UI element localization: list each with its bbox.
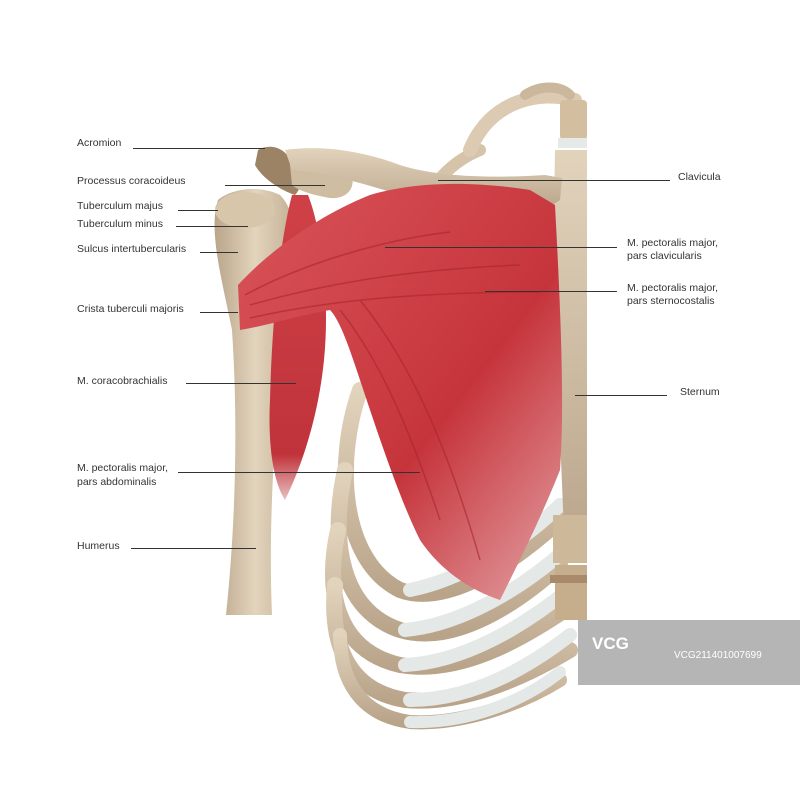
leader-pect-clavicularis bbox=[385, 247, 617, 248]
watermark: VCG VCG211401007699 bbox=[578, 620, 800, 685]
leader-pect-abdominalis bbox=[178, 472, 420, 473]
leader-acromion bbox=[133, 148, 265, 149]
leader-pect-sternocostalis bbox=[485, 291, 617, 292]
label-pect-clavicularis-line2: pars clavicularis bbox=[627, 250, 702, 262]
label-tuberculum-majus: Tuberculum majus bbox=[77, 200, 163, 212]
label-pect-abdominalis-line1: M. pectoralis major, bbox=[77, 462, 169, 474]
label-sternum: Sternum bbox=[680, 386, 720, 398]
label-processus-coracoideus: Processus coracoideus bbox=[77, 175, 186, 187]
sternum bbox=[550, 100, 587, 620]
first-rib bbox=[463, 89, 582, 157]
label-acromion: Acromion bbox=[77, 137, 122, 149]
label-pect-sternocostalis-line2: pars sternocostalis bbox=[627, 295, 715, 307]
leader-tuberculum-majus bbox=[178, 210, 218, 211]
leader-coracobrachialis bbox=[186, 383, 296, 384]
label-pect-clavicularis-line1: M. pectoralis major, bbox=[627, 237, 719, 249]
leader-sulcus-intertubercularis bbox=[200, 252, 238, 253]
label-humerus: Humerus bbox=[77, 540, 120, 552]
pectoralis-major bbox=[238, 183, 563, 600]
leader-processus-coracoideus bbox=[225, 185, 325, 186]
label-clavicula: Clavicula bbox=[678, 171, 721, 183]
label-pect-sternocostalis-line1: M. pectoralis major, bbox=[627, 282, 719, 294]
label-pect-abdominalis-line2: pars abdominalis bbox=[77, 476, 157, 488]
leader-crista-tuberculi-majoris bbox=[200, 312, 238, 313]
label-crista-tuberculi-majoris: Crista tuberculi majoris bbox=[77, 303, 184, 315]
watermark-id: VCG211401007699 bbox=[674, 650, 762, 661]
label-coracobrachialis: M. coracobrachialis bbox=[77, 375, 168, 387]
watermark-logo: VCG bbox=[592, 634, 629, 653]
rib-cage bbox=[325, 144, 578, 730]
leader-humerus bbox=[131, 548, 256, 549]
leader-sternum bbox=[575, 395, 667, 396]
label-tuberculum-minus: Tuberculum minus bbox=[77, 218, 163, 230]
label-sulcus-intertubercularis: Sulcus intertubercularis bbox=[77, 243, 187, 255]
leader-tuberculum-minus bbox=[176, 226, 248, 227]
leader-clavicula bbox=[438, 180, 670, 181]
